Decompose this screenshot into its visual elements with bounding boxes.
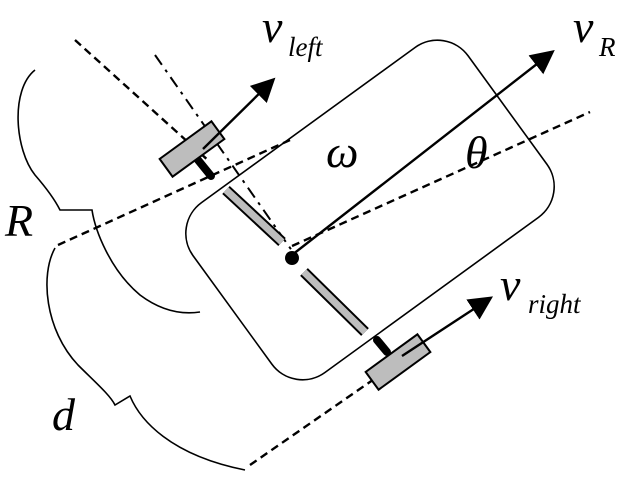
dashed-line-d xyxy=(249,374,381,466)
v-R-label-main: v xyxy=(573,1,594,52)
left-wheel xyxy=(158,119,226,179)
d-brace xyxy=(46,247,246,471)
v-right-arrow xyxy=(401,296,494,358)
axle xyxy=(194,156,391,356)
theta-label: θ xyxy=(465,127,488,178)
v-right-label-main: v xyxy=(500,259,521,310)
v-left-arrow xyxy=(202,77,276,150)
robot-body xyxy=(185,39,555,381)
v-right-label-sub: right xyxy=(528,289,582,319)
d-label: d xyxy=(52,389,76,440)
v-R-arrow xyxy=(291,50,555,256)
omega-label: ω xyxy=(326,126,358,177)
v-left-label-sub: left xyxy=(288,32,324,62)
R-label: R xyxy=(4,195,33,246)
v-left-label-main: v xyxy=(262,1,283,52)
v-R-label-sub: R xyxy=(598,32,616,62)
dashed-line-theta xyxy=(291,110,591,248)
center-point xyxy=(285,251,299,265)
dashed-line-left-top xyxy=(74,39,211,163)
R-brace xyxy=(17,69,201,314)
